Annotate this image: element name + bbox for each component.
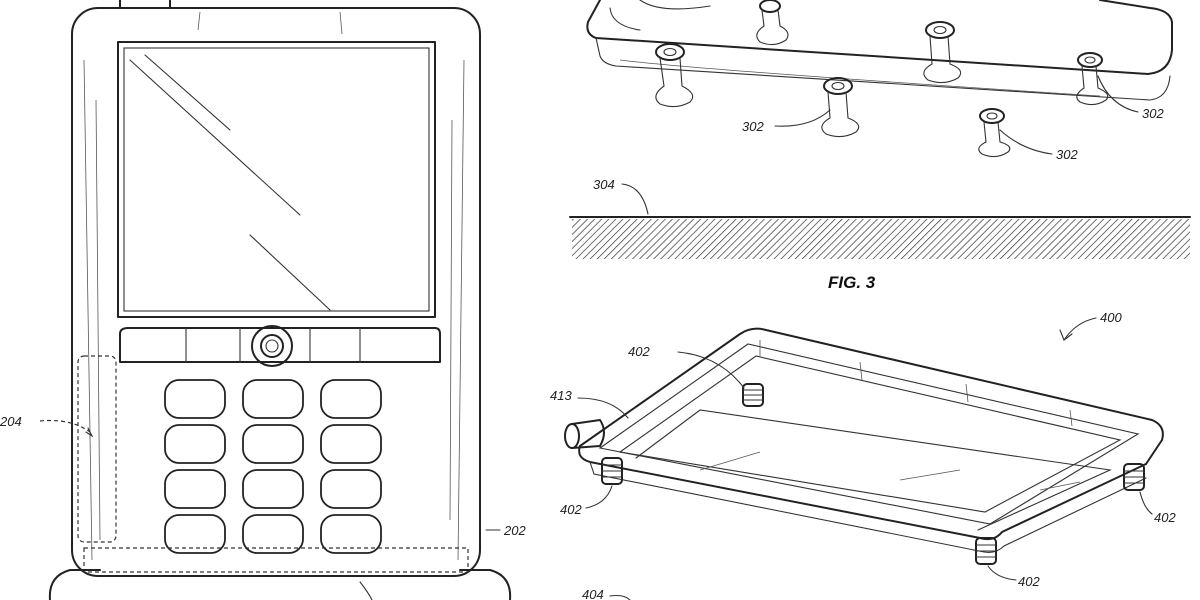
leader-302-b: [1097, 75, 1139, 113]
leader-413: [577, 397, 629, 419]
leader-402-top: [677, 351, 745, 389]
surface-304: [569, 216, 1191, 259]
leader-404: [609, 594, 631, 600]
connector-413: [564, 419, 605, 449]
leader-402-right: [1139, 491, 1153, 515]
figure-caption: FIG. 3: [828, 273, 876, 292]
leader-302-c: [999, 129, 1053, 155]
label-304: 304: [593, 177, 615, 192]
label-302-a: 302: [742, 119, 764, 134]
label-404: 404: [582, 587, 604, 600]
label-402-right: 402: [1154, 510, 1176, 525]
phone-device: [48, 0, 512, 600]
label-402-bottom: 402: [1018, 574, 1040, 589]
navigation-bar: [119, 325, 441, 367]
label-302-c: 302: [1056, 147, 1078, 162]
spring-foot-set: [601, 383, 1145, 565]
label-402-left: 402: [560, 502, 582, 517]
arrow-400: [1063, 317, 1097, 341]
leader-204: [39, 419, 91, 433]
leader-402-bottom: [987, 565, 1017, 581]
leader-304: [621, 183, 649, 215]
phone-screen: [117, 41, 436, 318]
suction-cup-set: [655, 0, 1109, 158]
leader-402-left: [585, 485, 613, 509]
tray-302-device: [586, 0, 1173, 158]
label-204: 204: [0, 414, 22, 429]
phone-base: [48, 569, 512, 600]
region-202-outline: [83, 547, 469, 573]
region-204-outline: [77, 355, 117, 543]
label-413: 413: [550, 388, 572, 403]
keypad: [164, 379, 382, 554]
label-402-top: 402: [628, 344, 650, 359]
label-400: 400: [1100, 310, 1122, 325]
label-202: 202: [503, 523, 526, 538]
tray-400-device: [564, 327, 1164, 565]
leader-302-a: [774, 109, 831, 127]
label-302-b: 302: [1142, 106, 1164, 121]
